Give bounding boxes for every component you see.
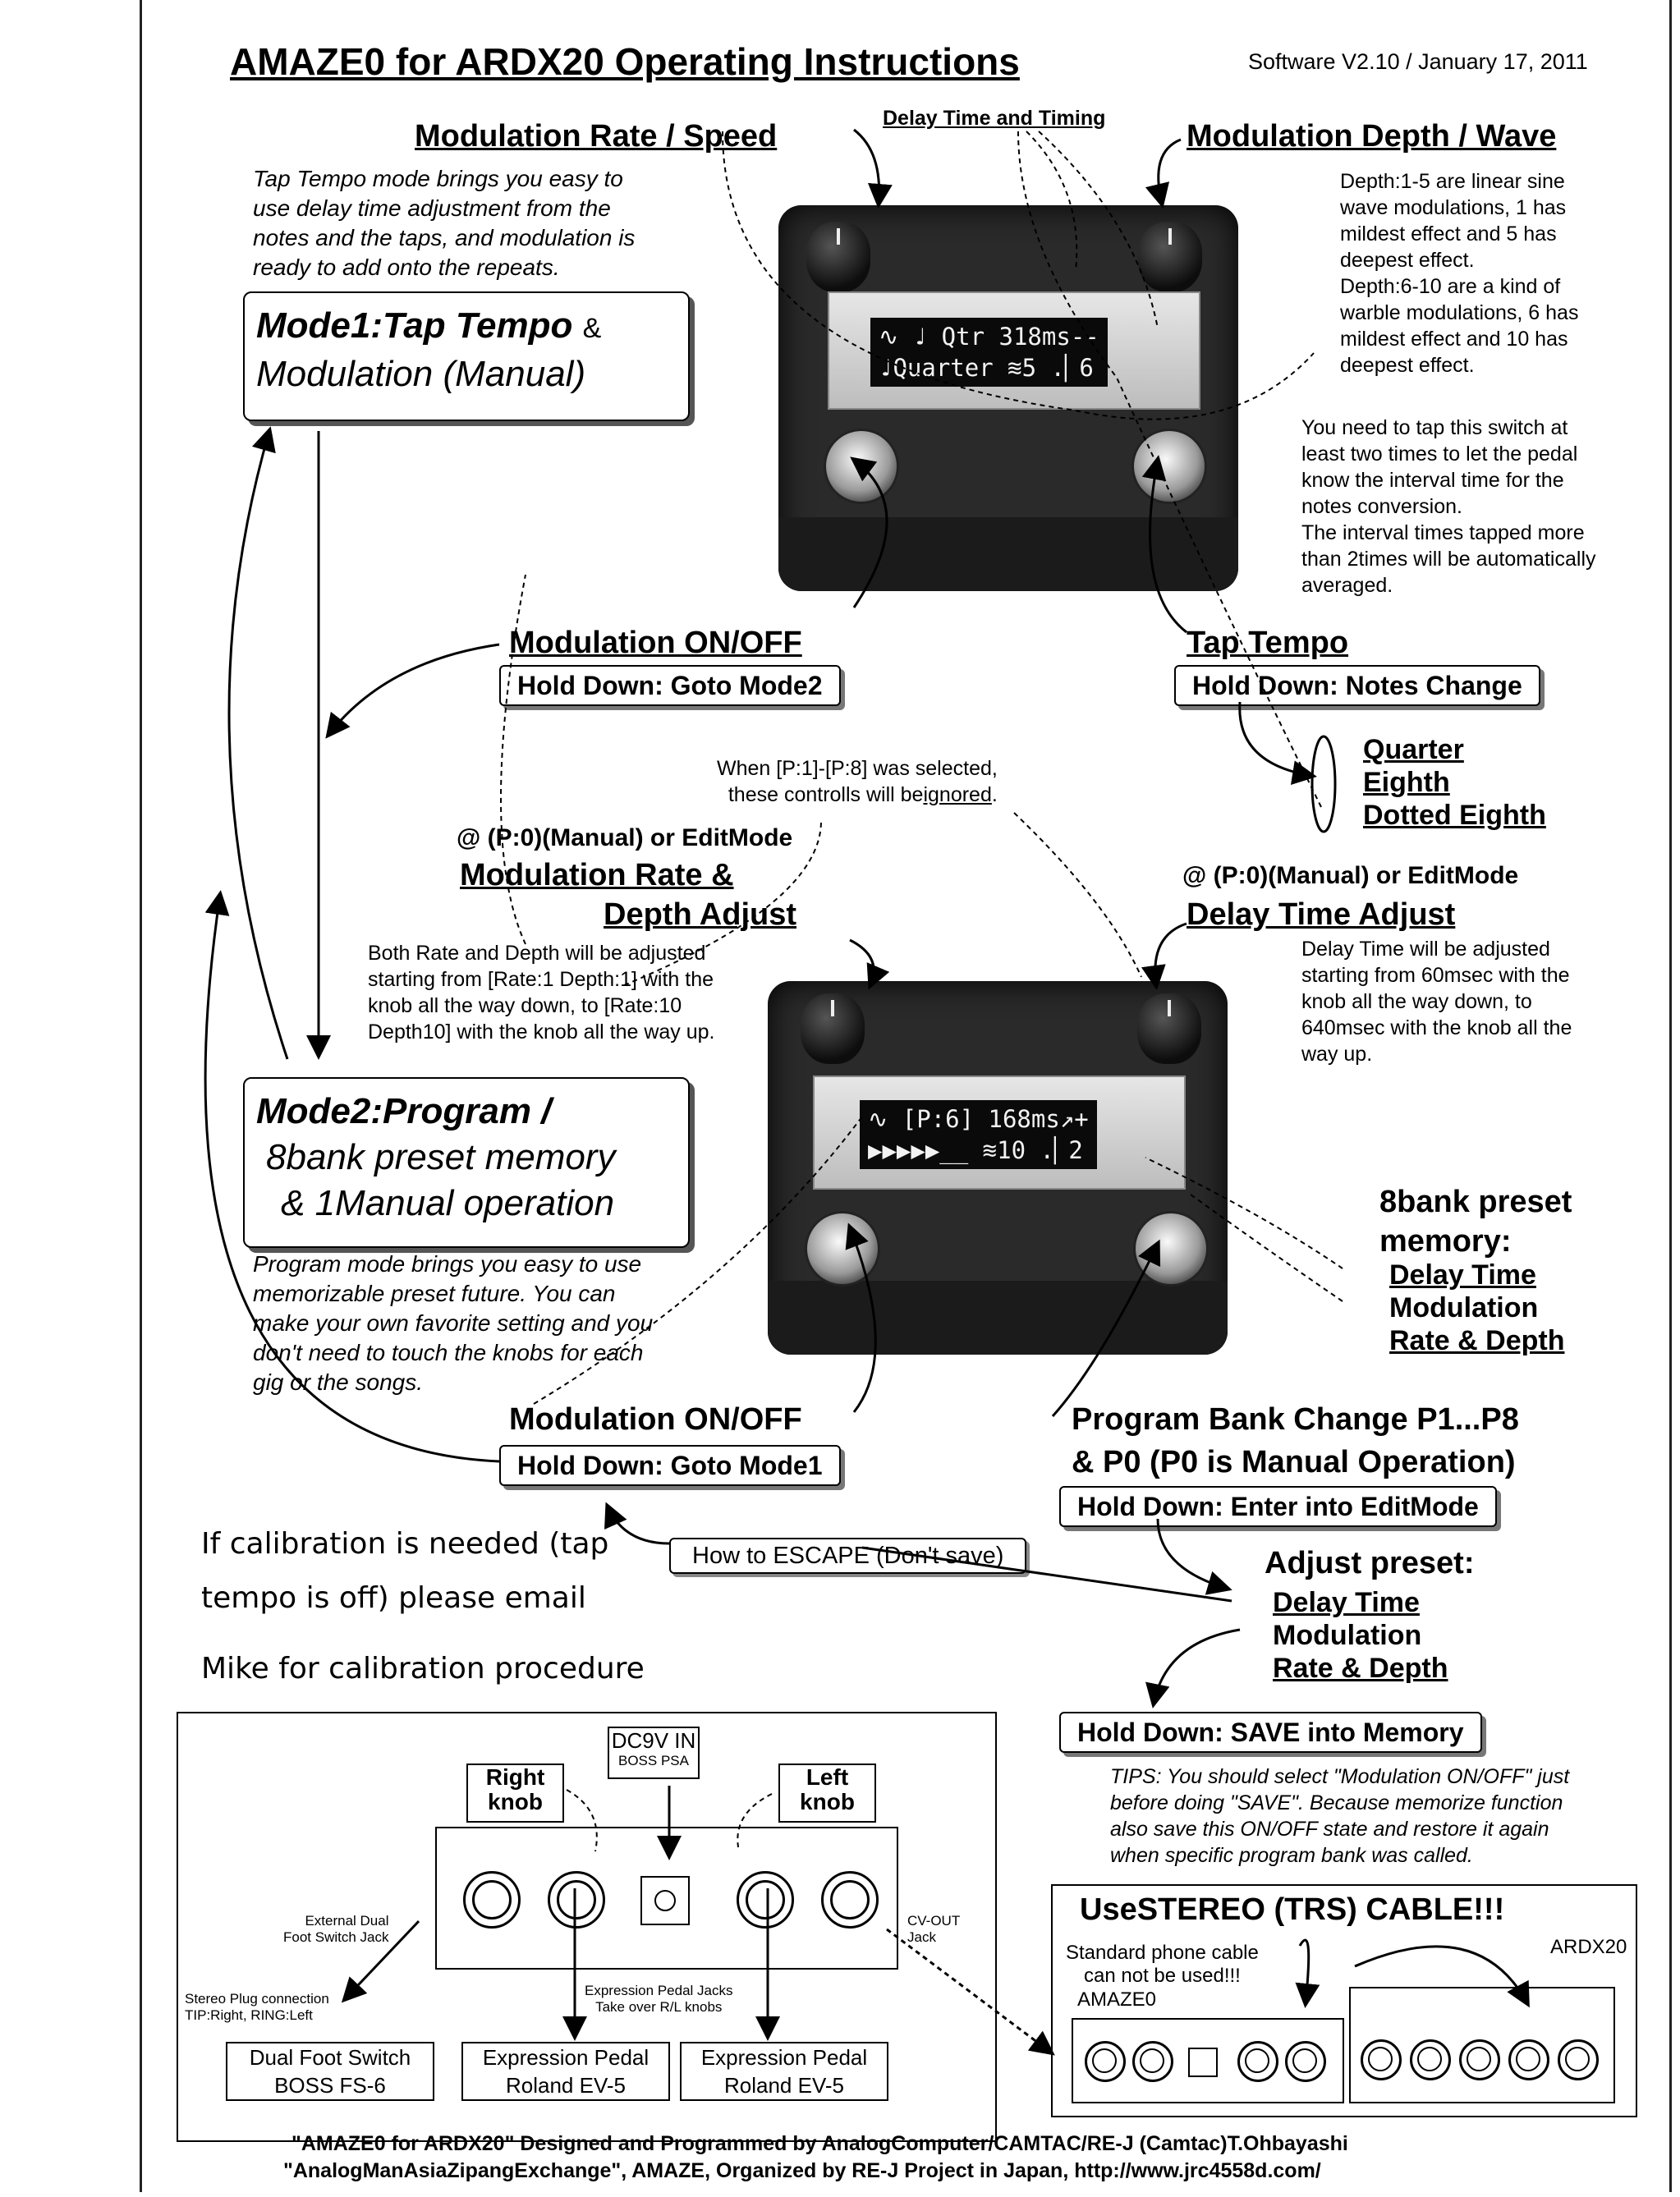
label-delay-timing: Delay Time and Timing	[883, 107, 1106, 130]
label-mod-onoff-2: Modulation ON/OFF	[509, 1402, 802, 1437]
ardx20-label: ARDX20	[1550, 1936, 1627, 1958]
label-bank-change-2: & P0 (P0 is Manual Operation)	[1072, 1445, 1516, 1479]
page-title: AMAZE0 for ARDX20 Operating Instructions	[230, 40, 1020, 83]
mod-depth-knob[interactable]	[1138, 222, 1202, 292]
page-border	[140, 0, 1672, 2192]
escape-box: How to ESCAPE (Don't save)	[669, 1538, 1027, 1574]
exp-jacks-label: Expression Pedal Jacks Take over R/L kno…	[585, 1983, 733, 2015]
bank-change-footswitch[interactable]	[1133, 1211, 1209, 1287]
mod-onoff-footswitch-2[interactable]	[805, 1211, 880, 1287]
ardx20-side	[1349, 1987, 1615, 2103]
label-mod-rate: Modulation Rate / Speed	[415, 119, 778, 154]
ext-jack-label: External Dual Foot Switch Jack	[283, 1913, 389, 1945]
mode2-box: Mode2:Program / 8bank preset memory & 1M…	[243, 1077, 690, 1248]
lcd-plate: ∿ ♩ Qtr 318ms--♩Quarter ≋5 .▏6	[828, 291, 1200, 410]
pedal-photo-mode2: ∿ [P:6] 168ms↗+▶▶▶▶▶__ ≋10 .▏2	[768, 981, 1228, 1355]
lcd-plate-2: ∿ [P:6] 168ms↗+▶▶▶▶▶__ ≋10 .▏2	[813, 1076, 1186, 1190]
stereo-title: UseSTEREO (TRS) CABLE!!!	[1080, 1892, 1505, 1927]
left-exp-jack	[737, 1871, 794, 1929]
bank-title: 8bank preset memory:	[1379, 1185, 1572, 1259]
hold-notes-change: Hold Down: Notes Change	[1174, 665, 1540, 706]
exp-pedal-1-box: Expression Pedal Roland EV-5	[461, 2042, 670, 2101]
hold-goto-mode2: Hold Down: Goto Mode2	[499, 665, 841, 706]
edit-left-3: Depth Adjust	[604, 897, 797, 932]
mod-onoff-footswitch[interactable]	[824, 429, 899, 504]
footer-line2: "AnalogManAsiaZipangExchange", AMAZE, Or…	[283, 2159, 1321, 2182]
footer-line1: "AMAZE0 for ARDX20" Designed and Program…	[291, 2132, 1348, 2155]
connection-diagram	[177, 1712, 997, 2142]
amaze0-label: AMAZE0	[1077, 1988, 1157, 2011]
label-bank-change-1: Program Bank Change P1...P8	[1072, 1402, 1519, 1437]
edit-right-2: Delay Time Adjust	[1187, 897, 1456, 932]
ext-footswitch-jack	[463, 1871, 521, 1929]
stereo-note: Standard phone cable can not be used!!!	[1066, 1942, 1259, 1987]
right-knob-label: Right knob	[466, 1764, 564, 1823]
hold-goto-mode1: Hold Down: Goto Mode1	[499, 1445, 841, 1486]
stereo-cable-box	[1051, 1884, 1637, 2117]
exp-pedal-2-box: Expression Pedal Roland EV-5	[680, 2042, 888, 2101]
cv-out-jack	[821, 1871, 879, 1929]
lcd-display: ∿ ♩ Qtr 318ms--♩Quarter ≋5 .▏6	[870, 318, 1108, 387]
tips-note: TIPS: You should select "Modulation ON/O…	[1110, 1765, 1570, 1867]
stereo-plug-label: Stereo Plug connection TIP:Right, RING:L…	[185, 1991, 329, 2023]
label-mod-depth: Modulation Depth / Wave	[1187, 119, 1557, 154]
enclosure-side	[435, 1827, 898, 1970]
pedal-photo-mode1: ∿ ♩ Qtr 318ms--♩Quarter ≋5 .▏6	[778, 205, 1238, 591]
software-version: Software V2.10 / January 17, 2011	[1248, 49, 1588, 74]
edit-right-1: @ (P:0)(Manual) or EditMode	[1182, 862, 1519, 889]
hold-save: Hold Down: SAVE into Memory	[1059, 1712, 1482, 1753]
edit-left-1: @ (P:0)(Manual) or EditMode	[457, 824, 793, 851]
rate-depth-knob[interactable]	[801, 993, 865, 1064]
label-mod-onoff-1: Modulation ON/OFF	[509, 626, 802, 660]
footswitch-box: Dual Foot Switch BOSS FS-6	[226, 2042, 434, 2101]
edit-left-2: Modulation Rate &	[460, 858, 734, 892]
dc-jack	[640, 1876, 690, 1925]
amaze0-side	[1072, 2018, 1344, 2103]
tap-tempo-footswitch[interactable]	[1131, 429, 1207, 504]
right-exp-jack	[548, 1871, 605, 1929]
left-knob-label: Left knob	[778, 1764, 876, 1823]
adjust-title: Adjust preset:	[1265, 1546, 1475, 1580]
mode1-box: Mode1:Tap Tempo & Modulation (Manual)	[243, 291, 690, 421]
lcd-display-2: ∿ [P:6] 168ms↗+▶▶▶▶▶__ ≋10 .▏2	[860, 1100, 1097, 1169]
mod-rate-knob[interactable]	[806, 222, 870, 292]
hold-editmode: Hold Down: Enter into EditMode	[1059, 1486, 1497, 1527]
ignored-note: When [P:1]-[P:8] was selected, these con…	[717, 757, 998, 806]
delay-time-knob[interactable]	[1137, 993, 1201, 1064]
cv-out-label: CV-OUT Jack	[907, 1913, 961, 1945]
label-tap-tempo: Tap Tempo	[1187, 626, 1349, 660]
